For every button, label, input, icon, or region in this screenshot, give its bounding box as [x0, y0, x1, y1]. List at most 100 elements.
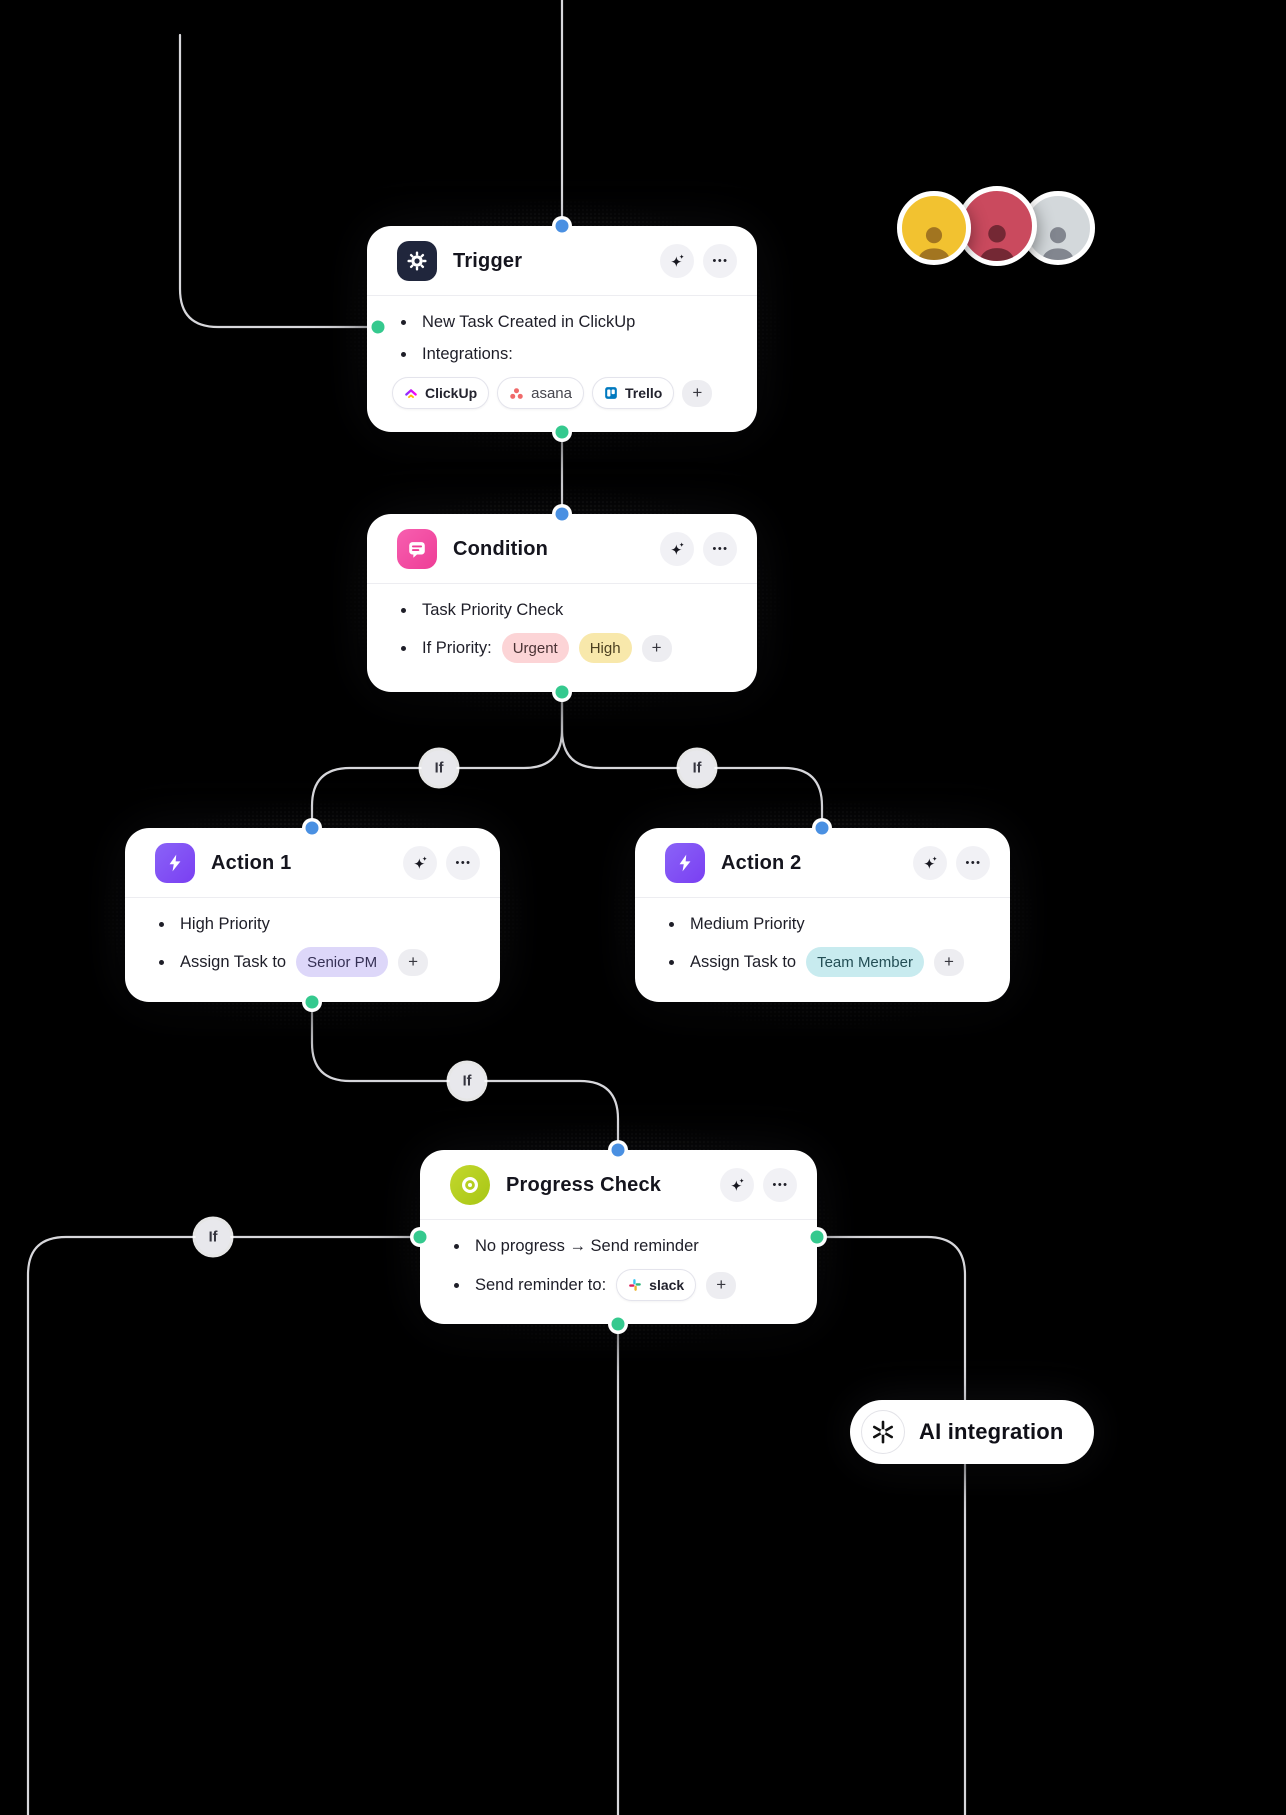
progress-input-port[interactable] — [611, 1143, 625, 1157]
node-title: Action 2 — [721, 851, 802, 874]
add-assignee-button[interactable]: + — [933, 948, 964, 976]
trigger-left-port[interactable] — [371, 320, 385, 334]
lightning-icon — [155, 843, 195, 883]
openai-logo-icon — [861, 1410, 905, 1454]
node-item: Task Priority Check — [401, 601, 735, 620]
if-badge: If — [195, 1219, 231, 1255]
ai-sparkle-button[interactable] — [403, 846, 437, 880]
more-menu-button[interactable]: ••• — [703, 244, 737, 278]
sparkle-icon — [671, 542, 684, 555]
node-card: Condition ••• Task Priorit — [367, 514, 757, 692]
chip-label: asana — [531, 384, 572, 402]
progress-left-port[interactable] — [413, 1230, 427, 1244]
action2-input-port[interactable] — [815, 821, 829, 835]
node-condition[interactable]: Condition ••• Task Priorit — [333, 480, 791, 726]
item-text: Assign Task to — [690, 952, 797, 971]
ellipsis-icon: ••• — [712, 254, 729, 267]
sparkle-icon — [414, 856, 427, 869]
item-text: New Task Created in ClickUp — [422, 313, 636, 331]
asana-logo-icon — [510, 387, 523, 399]
sparkle-icon — [924, 856, 937, 869]
ai-sparkle-button[interactable] — [913, 846, 947, 880]
node-card: Action 2 ••• Medium Priori — [635, 828, 1010, 1002]
node-item: Medium Priority — [669, 915, 988, 934]
edge-left-into-trigger — [178, 33, 374, 329]
node-header: Progress Check ••• — [420, 1150, 817, 1220]
slack-chip[interactable]: slack — [616, 1269, 697, 1301]
node-body: Medium Priority Assign Task to Team Memb… — [635, 898, 1010, 997]
assignee-chip[interactable]: Senior PM — [296, 947, 389, 977]
progress-output-port[interactable] — [611, 1317, 625, 1331]
more-menu-button[interactable]: ••• — [763, 1168, 797, 1202]
node-title: Action 1 — [211, 851, 292, 874]
ai-sparkle-button[interactable] — [660, 532, 694, 566]
trigger-input-port[interactable] — [555, 219, 569, 233]
node-card: Action 1 ••• High Priority — [125, 828, 500, 1002]
if-badge: If — [449, 1063, 485, 1099]
bullet-dot — [669, 922, 674, 927]
trello-logo-icon — [605, 387, 617, 399]
bullet-dot — [401, 645, 406, 651]
add-assignee-button[interactable]: + — [398, 948, 429, 976]
more-menu-button[interactable]: ••• — [446, 846, 480, 880]
node-card: Trigger ••• New Task Creat — [367, 226, 757, 432]
condition-input-port[interactable] — [555, 507, 569, 521]
chip-label: slack — [649, 1277, 685, 1293]
action1-input-port[interactable] — [305, 821, 319, 835]
trigger-output-port[interactable] — [555, 425, 569, 439]
node-body: Task Priority Check If Priority: Urgent … — [367, 584, 757, 683]
node-item: Assign Task to Senior PM + — [159, 947, 478, 977]
ai-sparkle-button[interactable] — [660, 244, 694, 278]
priority-chip-high[interactable]: High — [578, 633, 632, 663]
item-text: Integrations: — [422, 345, 513, 363]
ai-sparkle-button[interactable] — [720, 1168, 754, 1202]
item-text: Send reminder to: — [475, 1275, 607, 1294]
node-title: Progress Check — [506, 1173, 662, 1196]
node-item: Send reminder to: slack + — [454, 1269, 795, 1301]
edge-progress-left-out — [26, 1235, 422, 1815]
slack-logo-icon — [629, 1279, 641, 1291]
if-badge: If — [679, 750, 715, 786]
node-action-2[interactable]: Action 2 ••• Medium Priori — [601, 794, 1044, 1036]
bullet-dot — [454, 1282, 459, 1288]
trello-chip[interactable]: Trello — [592, 377, 675, 409]
node-trigger[interactable]: Trigger ••• New Task Creat — [333, 192, 791, 466]
add-integration-button[interactable]: + — [682, 379, 713, 407]
item-text: No progress → Send reminder — [475, 1237, 699, 1255]
more-menu-button[interactable]: ••• — [703, 532, 737, 566]
add-priority-button[interactable]: + — [641, 634, 672, 662]
priority-chip-urgent[interactable]: Urgent — [501, 633, 569, 663]
more-menu-button[interactable]: ••• — [956, 846, 990, 880]
chip-label: ClickUp — [425, 385, 478, 401]
integration-chips: ClickUp asana Trello — [392, 377, 735, 409]
node-header: Condition ••• — [367, 514, 757, 584]
action1-output-port[interactable] — [305, 995, 319, 1009]
node-progress-check[interactable]: Progress Check ••• No prog — [386, 1116, 851, 1358]
assignee-chip[interactable]: Team Member — [806, 947, 924, 977]
ai-integration-pill[interactable]: AI integration — [850, 1400, 1094, 1464]
node-body: No progress → Send reminder Send reminde… — [420, 1220, 817, 1321]
ellipsis-icon: ••• — [772, 1178, 789, 1191]
progress-right-port[interactable] — [810, 1230, 824, 1244]
node-item: New Task Created in ClickUp — [401, 313, 735, 332]
note-lines-icon — [397, 529, 437, 569]
node-body: New Task Created in ClickUp Integrations… — [367, 296, 757, 429]
item-text: Medium Priority — [690, 915, 805, 933]
node-action-1[interactable]: Action 1 ••• High Priority — [91, 794, 534, 1036]
bullet-dot — [401, 352, 406, 357]
node-item: If Priority: Urgent High + — [401, 633, 735, 663]
node-title: Condition — [453, 537, 549, 560]
node-card: Progress Check ••• No prog — [420, 1150, 817, 1324]
add-reminder-target-button[interactable]: + — [706, 1271, 737, 1299]
avatar-3 — [1021, 191, 1095, 265]
node-item: No progress → Send reminder — [454, 1237, 795, 1256]
condition-output-port[interactable] — [555, 685, 569, 699]
asana-chip[interactable]: asana — [497, 377, 584, 409]
edge-progress-ai-integration — [815, 1235, 967, 1815]
bullet-dot — [159, 959, 164, 965]
if-badge: If — [421, 750, 457, 786]
clickup-chip[interactable]: ClickUp — [392, 377, 490, 409]
header-actions: ••• — [660, 244, 737, 278]
ai-integration-label: AI integration — [919, 1419, 1064, 1444]
